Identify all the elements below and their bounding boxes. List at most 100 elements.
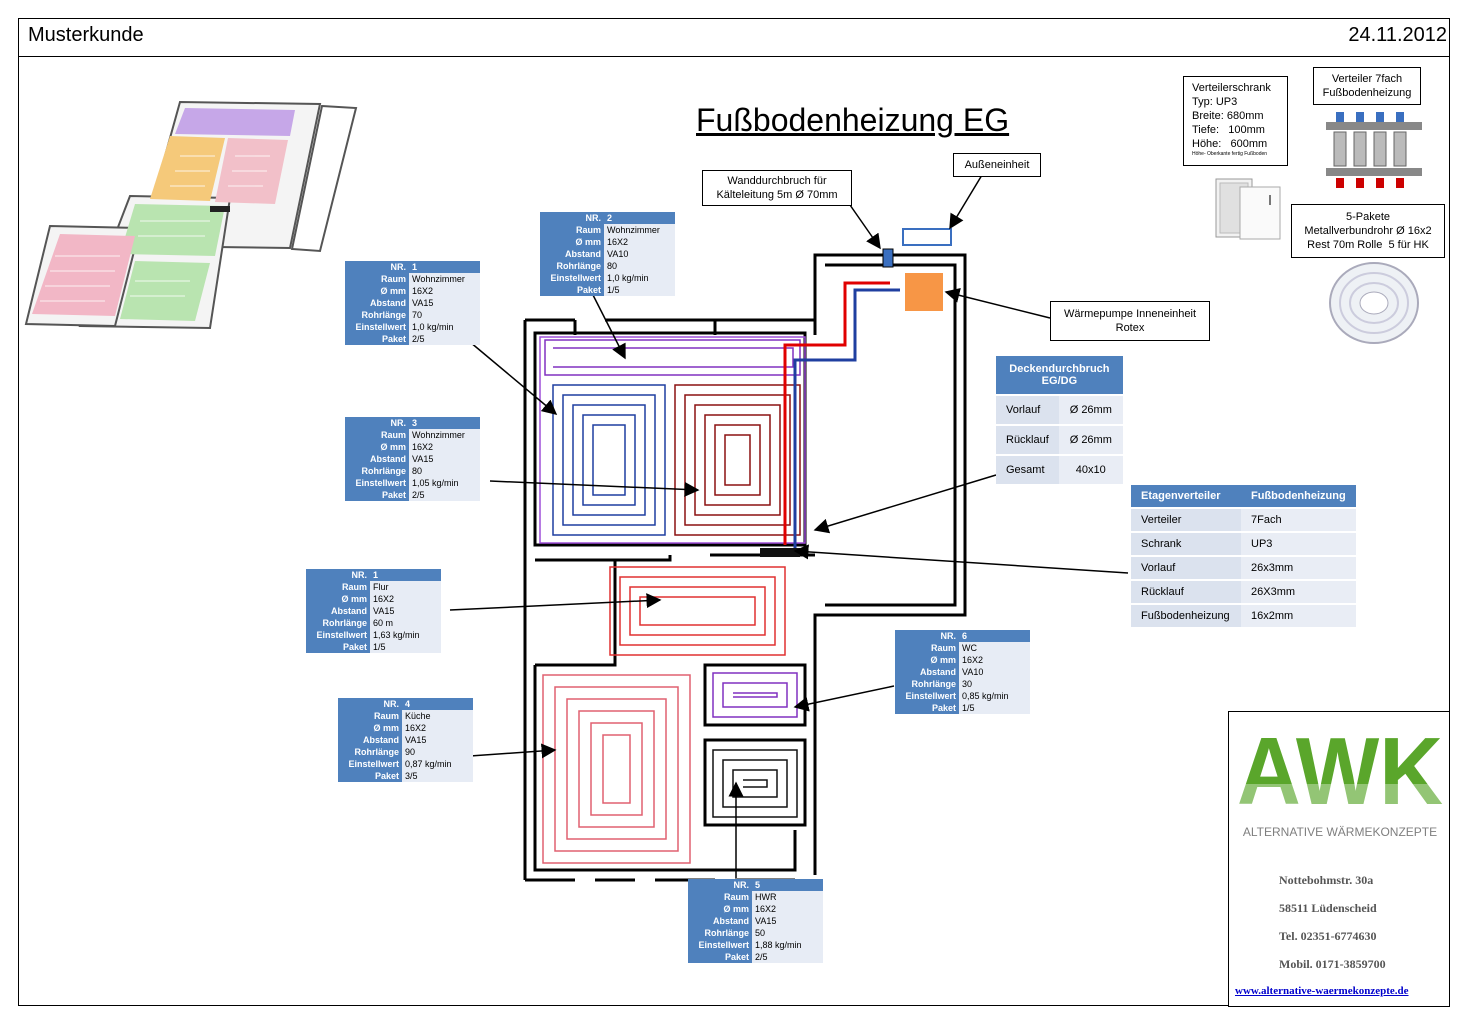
- key-rohrlaenge: Rohrlänge: [306, 617, 370, 629]
- pipes-callout: 5-Pakete Metallverbundrohr Ø 16x2 Rest 7…: [1291, 204, 1445, 258]
- key-einstellwert: Einstellwert: [345, 321, 409, 333]
- page-frame: [18, 18, 1450, 1006]
- website-link[interactable]: www.alternative-waermekonzepte.de: [1235, 985, 1409, 997]
- value-raum: Flur: [370, 581, 441, 593]
- value-nr: 1: [409, 261, 480, 273]
- value-raum: WC: [959, 642, 1030, 654]
- key-raum: Raum: [345, 429, 409, 441]
- company-card: AWK ALTERNATIVE WÄRMEKONZEPTE Nottebohms…: [1228, 711, 1450, 1007]
- value-nr: 2: [604, 212, 675, 224]
- customer-name: Musterkunde: [28, 24, 144, 46]
- value-einstellwert: 1,63 kg/min: [370, 629, 441, 641]
- mobile-number: Mobil. 0171-3859700: [1279, 957, 1386, 971]
- pipe-roll-image: [1329, 262, 1419, 344]
- distributor-line2: Fußbodenheizung: [1322, 87, 1412, 99]
- value-raum: HWR: [752, 891, 823, 903]
- etagen-value-ruecklauf: 26X3mm: [1241, 580, 1356, 605]
- ceiling-label-ruecklauf: Rücklauf: [996, 425, 1059, 456]
- key-nr: NR.: [306, 569, 370, 581]
- value-nr: 6: [959, 630, 1030, 642]
- logo-brand: AWK: [1237, 722, 1443, 825]
- key-diameter: Ø mm: [345, 285, 409, 297]
- key-nr: NR.: [338, 698, 402, 710]
- value-rohrlaenge: 50: [752, 927, 823, 939]
- wall-opening-callout: Wanddurchbruch für Kälteleitung 5m Ø 70m…: [702, 170, 852, 206]
- key-nr: NR.: [895, 630, 959, 642]
- value-abstand: VA15: [370, 605, 441, 617]
- key-paket: Paket: [306, 641, 370, 653]
- value-raum: Küche: [402, 710, 473, 722]
- key-paket: Paket: [345, 489, 409, 501]
- ceiling-title-line2: EG/DG: [1041, 375, 1078, 387]
- value-nr: 3: [409, 417, 480, 429]
- value-paket: 3/5: [402, 770, 473, 782]
- key-rohrlaenge: Rohrlänge: [338, 746, 402, 758]
- key-nr: NR.: [688, 879, 752, 891]
- distributor-callout: Verteiler 7fach Fußbodenheizung: [1313, 67, 1421, 105]
- key-rohrlaenge: Rohrlänge: [345, 309, 409, 321]
- cabinet-image: [1215, 178, 1281, 240]
- heatpump-callout: Wärmepumpe Inneneinheit Rotex: [1050, 301, 1210, 341]
- value-rohrlaenge: 80: [604, 260, 675, 272]
- key-paket: Paket: [338, 770, 402, 782]
- value-abstand: VA15: [402, 734, 473, 746]
- key-rohrlaenge: Rohrlänge: [345, 465, 409, 477]
- cabinet-line5: Höhe: 600mm: [1192, 138, 1268, 150]
- value-diameter: 16X2: [604, 236, 675, 248]
- key-abstand: Abstand: [688, 915, 752, 927]
- value-rohrlaenge: 60 m: [370, 617, 441, 629]
- key-paket: Paket: [895, 702, 959, 714]
- key-abstand: Abstand: [540, 248, 604, 260]
- value-rohrlaenge: 80: [409, 465, 480, 477]
- value-einstellwert: 1,88 kg/min: [752, 939, 823, 951]
- key-raum: Raum: [306, 581, 370, 593]
- value-einstellwert: 1,05 kg/min: [409, 477, 480, 489]
- etagen-head-1: Etagenverteiler: [1131, 485, 1241, 509]
- value-diameter: 16X2: [370, 593, 441, 605]
- value-nr: 1: [370, 569, 441, 581]
- value-nr: 4: [402, 698, 473, 710]
- key-diameter: Ø mm: [688, 903, 752, 915]
- outdoor-unit-callout: Außeneinheit: [953, 153, 1041, 177]
- key-raum: Raum: [895, 642, 959, 654]
- key-rohrlaenge: Rohrlänge: [895, 678, 959, 690]
- key-diameter: Ø mm: [338, 722, 402, 734]
- value-einstellwert: 1,0 kg/min: [604, 272, 675, 284]
- etagen-label-vorlauf: Vorlauf: [1131, 556, 1241, 581]
- wall-opening-line2: Kälteleitung 5m Ø 70mm: [716, 189, 838, 201]
- distributor-line1: Verteiler 7fach: [1331, 73, 1403, 85]
- etagen-value-schrank: UP3: [1241, 532, 1356, 557]
- page-title: Fußbodenheizung EG: [696, 102, 1010, 138]
- etagen-label-schrank: Schrank: [1131, 532, 1241, 557]
- value-paket: 1/5: [959, 702, 1030, 714]
- key-abstand: Abstand: [345, 453, 409, 465]
- key-paket: Paket: [688, 951, 752, 963]
- key-einstellwert: Einstellwert: [895, 690, 959, 702]
- cabinet-line1: Verteilerschrank: [1192, 82, 1271, 94]
- etagen-label-ruecklauf: Rücklauf: [1131, 580, 1241, 605]
- key-diameter: Ø mm: [306, 593, 370, 605]
- value-abstand: VA15: [409, 297, 480, 309]
- key-abstand: Abstand: [306, 605, 370, 617]
- etagen-head-2: Fußbodenheizung: [1241, 485, 1356, 509]
- cabinet-note: Höhe- Oberkante fertig Fußboden: [1192, 151, 1268, 157]
- phone-number: Tel. 02351-6774630: [1279, 929, 1377, 943]
- key-raum: Raum: [540, 224, 604, 236]
- value-rohrlaenge: 70: [409, 309, 480, 321]
- header-divider: [18, 56, 1450, 57]
- cabinet-line4: Tiefe: 100mm: [1192, 124, 1265, 136]
- cabinet-callout: Verteilerschrank Typ: UP3 Breite: 680mm …: [1183, 76, 1288, 166]
- value-diameter: 16X2: [402, 722, 473, 734]
- ceiling-value-vorlauf: Ø 26mm: [1058, 395, 1123, 426]
- value-abstand: VA15: [409, 453, 480, 465]
- isometric-overview: [24, 100, 358, 330]
- value-einstellwert: 0,87 kg/min: [402, 758, 473, 770]
- key-rohrlaenge: Rohrlänge: [540, 260, 604, 272]
- value-paket: 1/5: [604, 284, 675, 296]
- value-abstand: VA10: [604, 248, 675, 260]
